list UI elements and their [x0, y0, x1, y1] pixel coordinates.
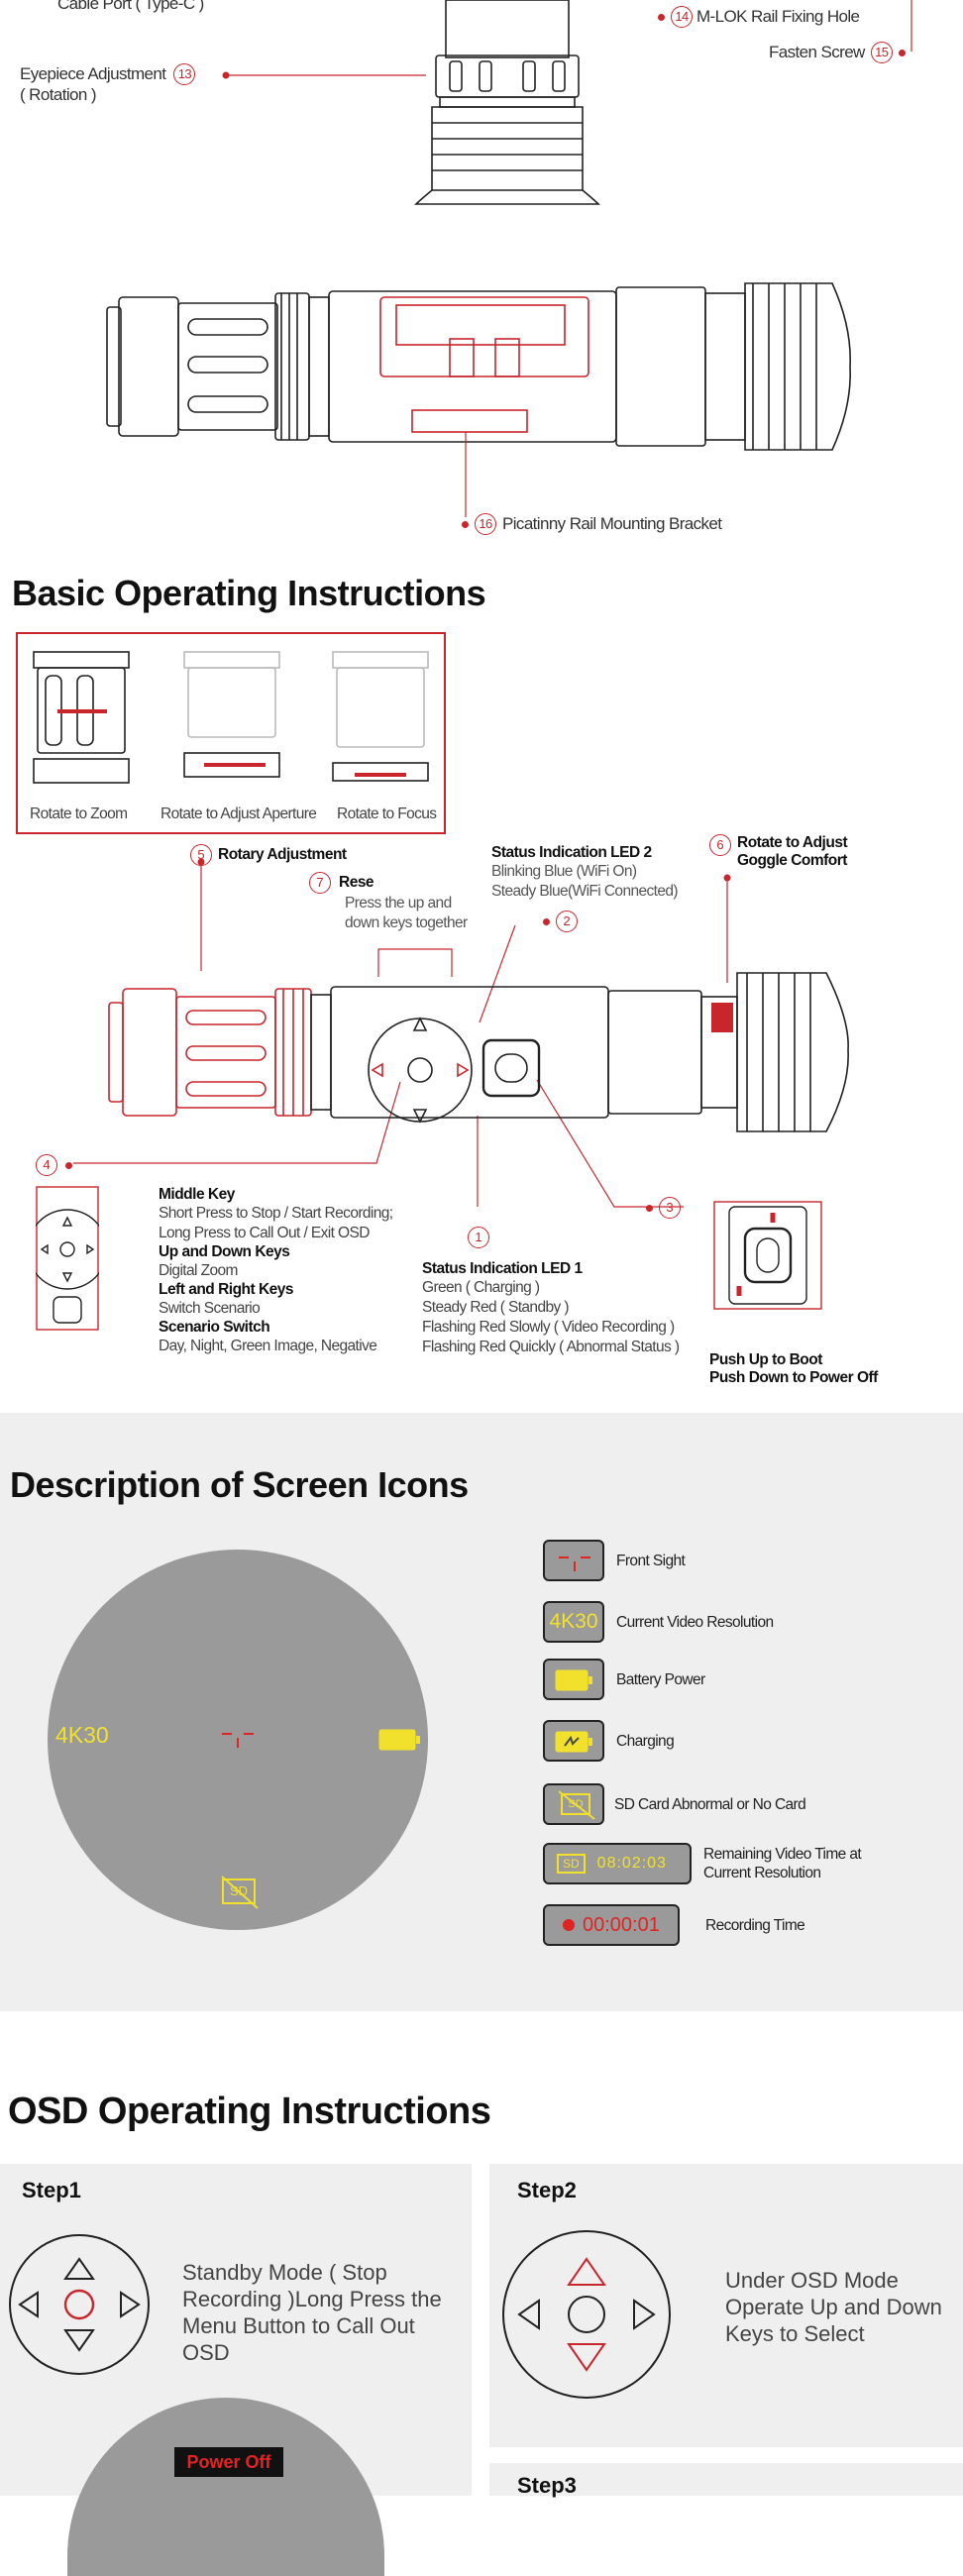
osd-step2: Step2 Under OSD Mode Operate Up and Down… — [489, 2164, 963, 2447]
caption-focus: Rotate to Focus — [337, 805, 437, 822]
charging-icon — [555, 1731, 592, 1753]
eyepiece-label: Eyepiece Adjustment 13 ( Rotation ) — [20, 63, 196, 105]
basic-instructions-title: Basic Operating Instructions — [12, 573, 486, 613]
legend-remaining-time: SD 08:02:03 Remaining Video Time at Curr… — [543, 1843, 959, 1886]
step1-screen: Power Off — [67, 2398, 384, 2576]
legend-charging: Charging — [543, 1720, 939, 1764]
screen-icons-section: Description of Screen Icons 4K30 SD Fron… — [0, 1413, 963, 2011]
legend-sd-card: SD SD Card Abnormal or No Card — [543, 1783, 939, 1827]
num4-label: 4 — [36, 1154, 72, 1176]
resolution-value: 4K30 — [549, 1610, 598, 1633]
cable-port-label: Cable Port ( Type-C ) — [57, 0, 204, 13]
power-off-menu-item[interactable]: Power Off — [174, 2447, 283, 2477]
step1-title: Step1 — [22, 2178, 81, 2202]
keypad-illustration — [36, 1186, 99, 1331]
recording-dot-icon — [563, 1919, 575, 1931]
display-sd-icon: SD — [221, 1876, 259, 1909]
recording-time-value: 00:00:01 — [583, 1913, 660, 1936]
goggle-label: 6 Rotate to Adjust Goggle Comfort — [709, 834, 848, 870]
screen-display: 4K30 SD — [48, 1550, 428, 1930]
reset-label: 7 Rese Press the up and down keys togeth… — [309, 872, 468, 933]
step3-title: Step3 — [517, 2473, 577, 2498]
mlok-label: 14 M-LOK Rail Fixing Hole — [658, 6, 860, 28]
display-resolution: 4K30 — [55, 1722, 109, 1748]
legend-front-sight: Front Sight — [543, 1540, 939, 1583]
step1-text: Standby Mode ( Stop Recording )Long Pres… — [182, 2260, 442, 2365]
step1-keypad-icon — [9, 2234, 150, 2375]
step2-text: Under OSD Mode Operate Up and Down Keys … — [725, 2268, 942, 2346]
legend-recording-time: 00:00:01 Recording Time — [543, 1904, 959, 1948]
led1-number: 1 — [468, 1227, 489, 1248]
rotate-illustrations — [33, 651, 429, 784]
rotate-panel: Rotate to Zoom Rotate to Adjust Aperture… — [16, 632, 446, 834]
led1-description: Status Indication LED 1 Green ( Charging… — [422, 1260, 680, 1355]
osd-step1: Step1 Standby Mode ( Stop Recording )Lon… — [0, 2164, 472, 2576]
power-switch-illustration — [713, 1201, 822, 1310]
display-front-sight-icon — [222, 1733, 254, 1748]
remaining-sd-icon: SD — [557, 1854, 586, 1874]
remaining-time-value: 08:02:03 — [596, 1855, 667, 1872]
side-device-illustration — [106, 282, 851, 517]
step2-title: Step2 — [517, 2178, 577, 2202]
front-sight-icon — [559, 1556, 590, 1571]
osd-step3: Step3 — [489, 2463, 963, 2498]
picatinny-label: 16 Picatinny Rail Mounting Bracket — [462, 513, 722, 535]
screen-icons-title: Description of Screen Icons — [10, 1464, 469, 1505]
display-battery-icon — [378, 1729, 420, 1751]
caption-aperture: Rotate to Adjust Aperture — [160, 805, 317, 822]
caption-zoom: Rotate to Zoom — [30, 805, 128, 822]
osd-title: OSD Operating Instructions — [8, 2091, 491, 2132]
num3-label: 3 — [646, 1197, 681, 1219]
battery-icon — [555, 1669, 592, 1691]
step2-keypad-icon — [502, 2230, 671, 2399]
led2-label: Status Indication LED 2 Blinking Blue (W… — [491, 844, 679, 900]
fasten-screw-label: Fasten Screw 15 — [769, 42, 906, 63]
legend-battery: Battery Power — [543, 1659, 939, 1702]
power-description: Push Up to Boot Push Down to Power Off — [709, 1351, 878, 1386]
operating-device-illustration — [73, 858, 849, 1208]
legend-resolution: 4K30 Current Video Resolution — [543, 1601, 939, 1645]
eyepiece-device-illustration — [222, 0, 912, 205]
led2-number: 2 — [543, 911, 578, 932]
keys-description: Middle Key Short Press to Stop / Start R… — [159, 1186, 393, 1354]
